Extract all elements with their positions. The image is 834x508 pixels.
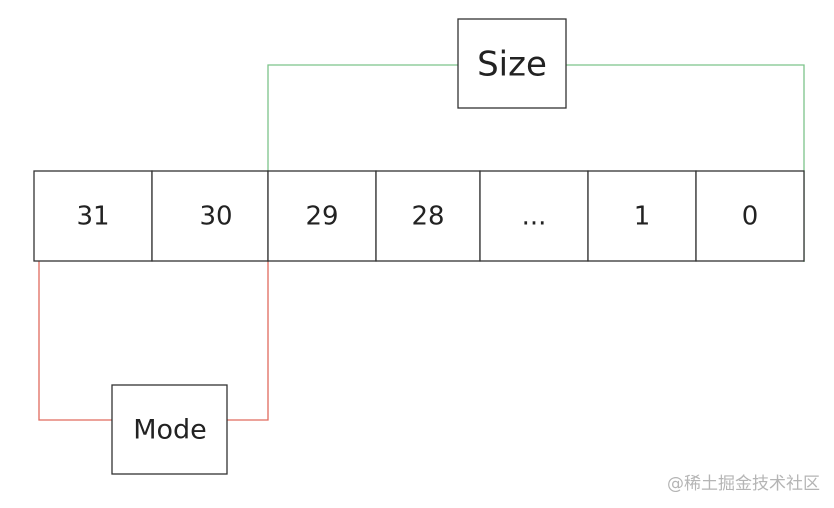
bit-cell-label: 28 xyxy=(411,202,444,232)
mode-bracket-left xyxy=(38,260,112,421)
mode-box: Mode xyxy=(111,384,228,475)
bit-cell: 0 xyxy=(695,170,805,262)
bit-cell-label: 1 xyxy=(634,202,651,232)
size-label: Size xyxy=(477,45,547,85)
bit-cell: 28 xyxy=(375,170,481,262)
mode-bracket-right xyxy=(227,260,269,421)
bit-cell: 1 xyxy=(587,170,697,262)
bit-cell: ... xyxy=(479,170,589,262)
bit-cell-box xyxy=(695,170,805,262)
mode-label: Mode xyxy=(133,415,207,446)
bit-cell-label: 29 xyxy=(305,202,338,232)
bit-cell-box xyxy=(375,170,481,262)
bit-cell-label: ... xyxy=(522,202,547,232)
bit-cell-label: 31 xyxy=(76,202,109,232)
bit-cell-box xyxy=(151,170,269,262)
bit-cell-box xyxy=(33,170,153,262)
bit-cell: 31 xyxy=(33,170,153,262)
bit-cell-box xyxy=(587,170,697,262)
watermark: @稀土掘金技术社区 xyxy=(667,474,820,494)
bit-cell-label: 0 xyxy=(742,202,759,232)
bit-cell: 29 xyxy=(267,170,377,262)
bit-cell-label: 30 xyxy=(199,202,232,232)
bit-cell: 30 xyxy=(151,170,269,262)
bit-cell-box xyxy=(267,170,377,262)
size-box: Size xyxy=(457,18,567,109)
bit-cells: 31 30 29 28... 1 0 xyxy=(33,170,805,262)
